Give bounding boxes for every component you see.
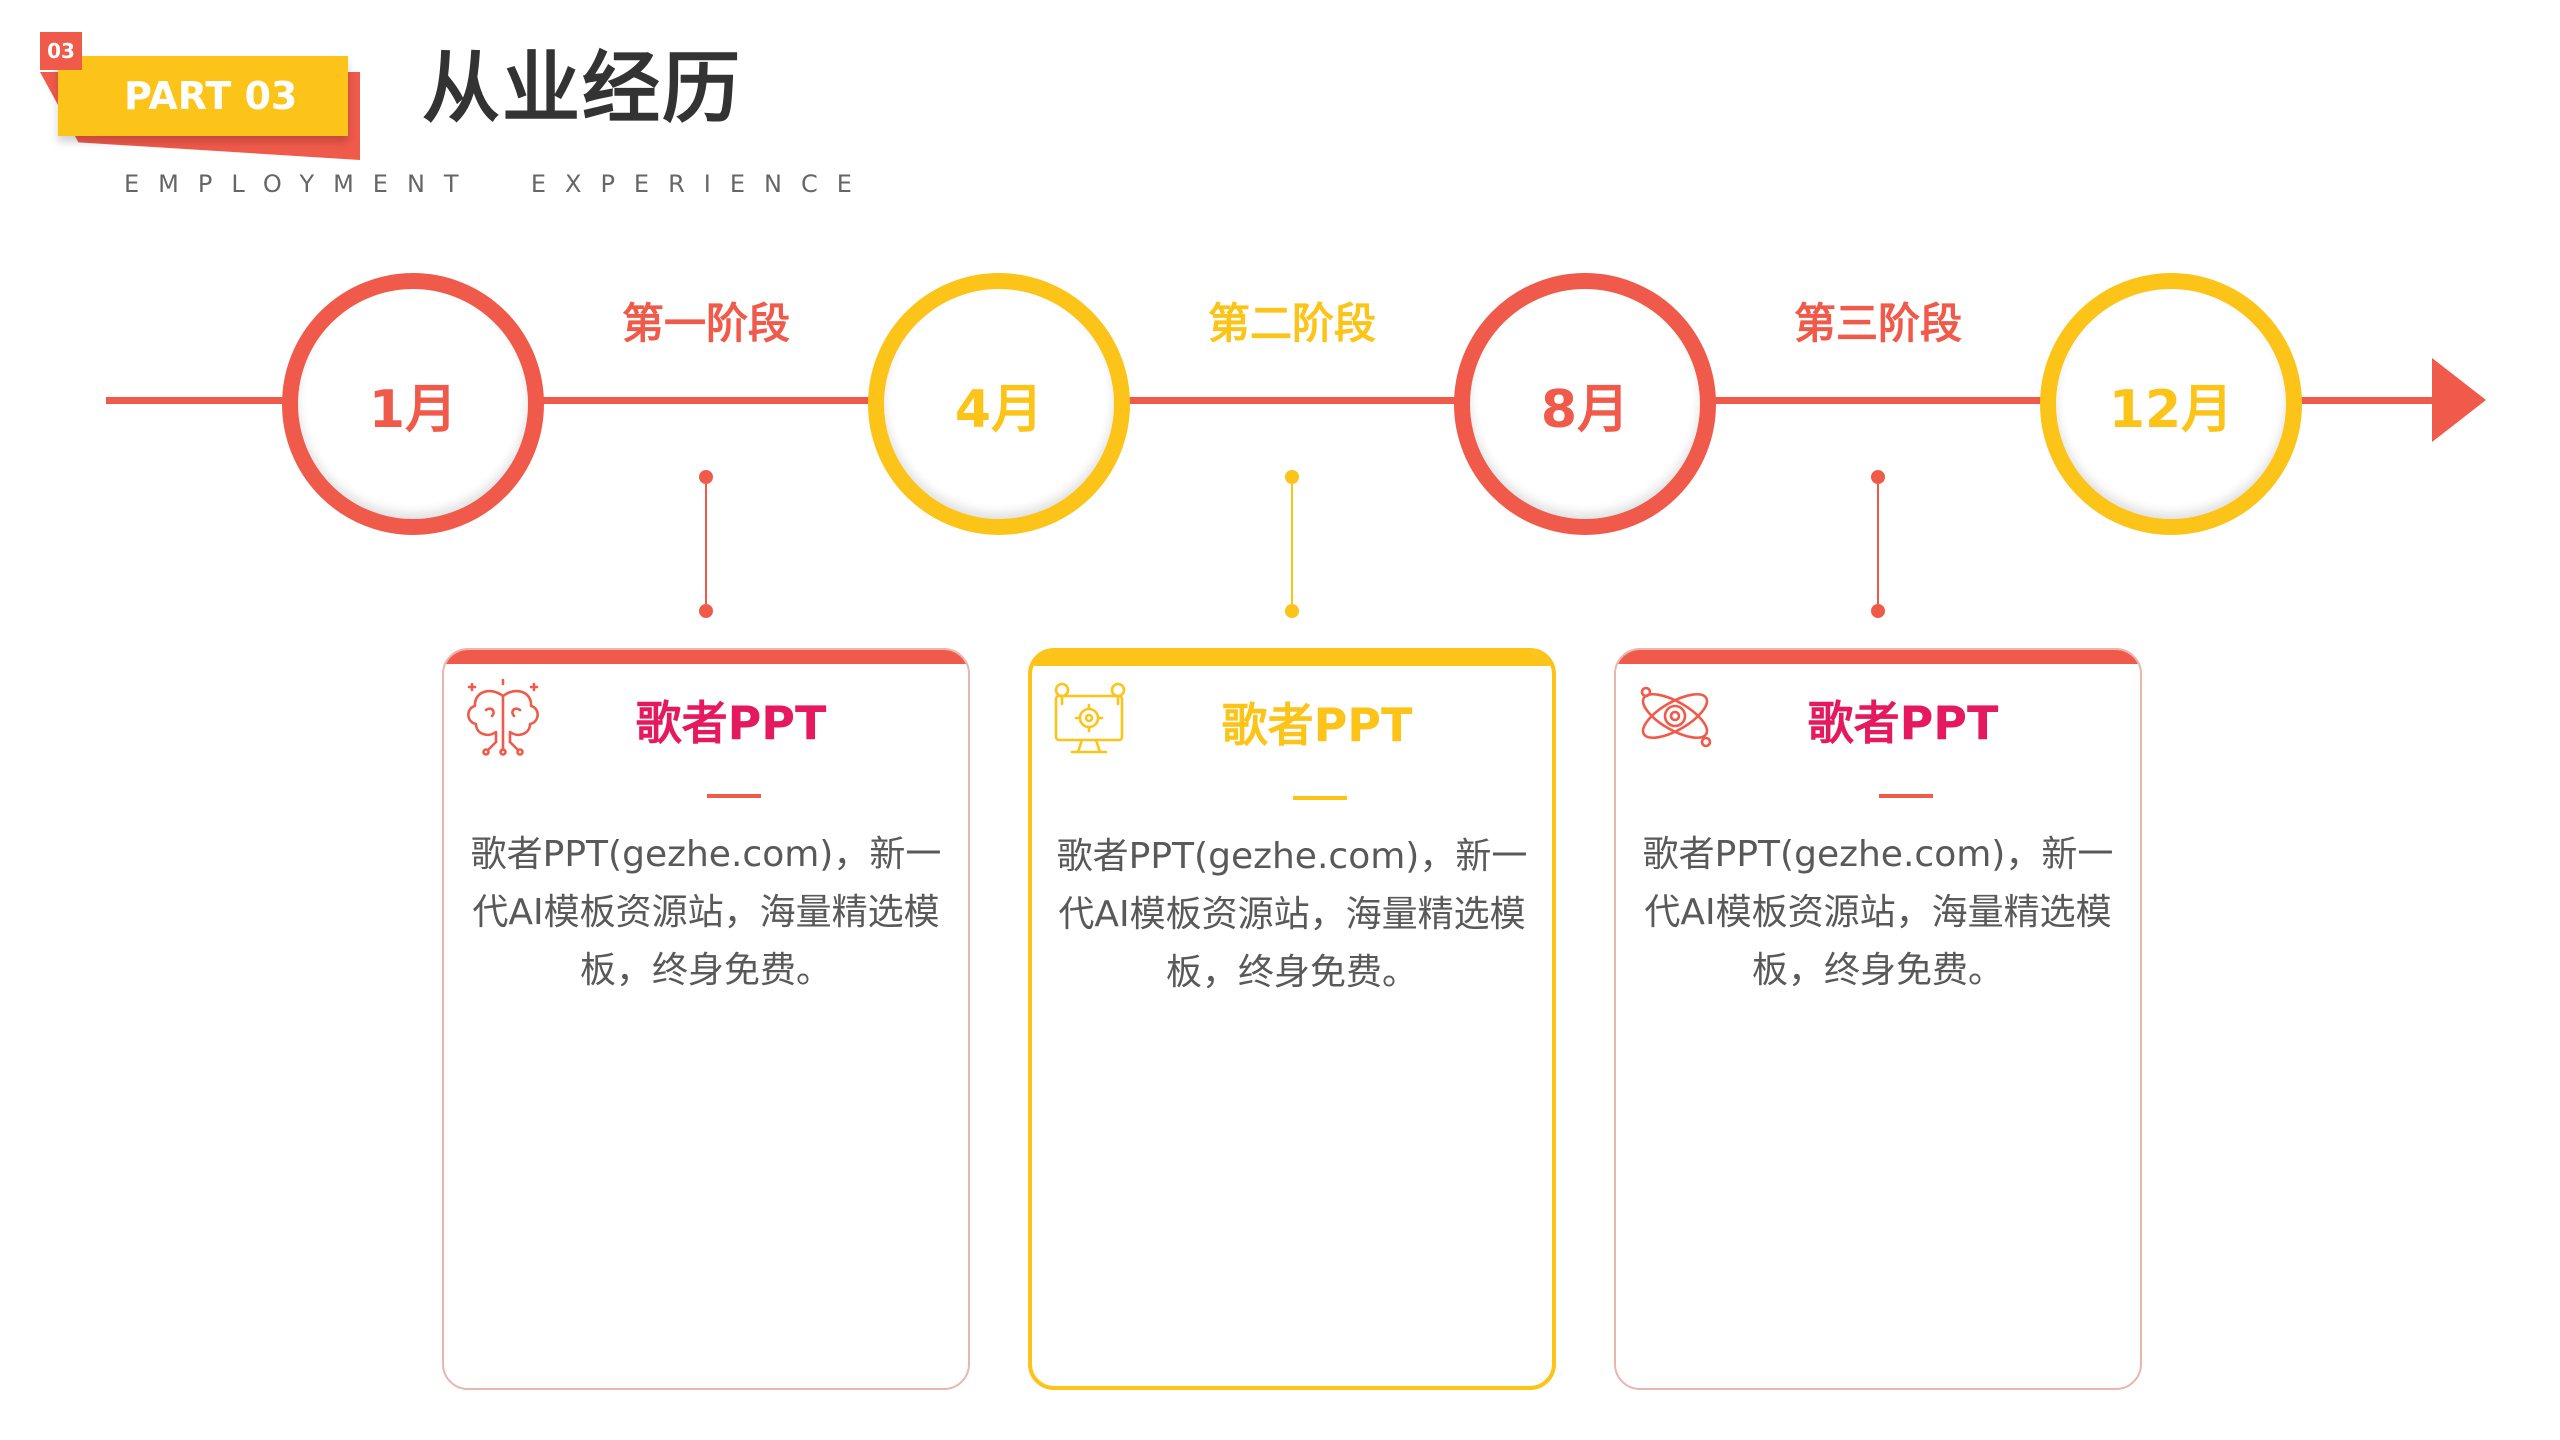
part-number-badge: 03 — [40, 32, 82, 70]
stage-card-2: 歌者PPT 歌者PPT(gezhe.com)，新一代AI模板资源站，海量精选模板… — [1028, 648, 1556, 1390]
monitor-gear-icon — [1046, 678, 1136, 758]
milestone-circle-2: 4月 — [868, 273, 1130, 535]
connector-dot — [699, 470, 713, 484]
connector-stem — [1877, 484, 1879, 604]
card-divider — [1293, 796, 1347, 800]
timeline-arrow-icon — [2432, 358, 2486, 442]
atom-icon — [1630, 676, 1720, 756]
card-title: 歌者PPT — [1221, 698, 1413, 752]
stage-connector-3 — [1871, 470, 1885, 618]
brain-icon — [458, 676, 548, 756]
timeline-line — [106, 397, 2436, 404]
milestone-label: 1月 — [368, 379, 458, 440]
stage-card-3: 歌者PPT 歌者PPT(gezhe.com)，新一代AI模板资源站，海量精选模板… — [1614, 648, 2142, 1390]
connector-dot — [1285, 470, 1299, 484]
stage-label-1: 第一阶段 — [621, 299, 790, 348]
card-divider — [707, 794, 761, 798]
card-top-bar — [1032, 652, 1552, 666]
page-title: 从业经历 — [422, 44, 743, 134]
page-subtitle: EMPLOYMENT EXPERIENCE — [124, 170, 871, 198]
connector-stem — [1291, 484, 1293, 604]
connector-stem — [705, 484, 707, 604]
connector-dot — [699, 604, 713, 618]
card-top-bar — [1616, 650, 2140, 664]
connector-dot — [1285, 604, 1299, 618]
milestone-circle-1: 1月 — [282, 273, 544, 535]
stage-connector-2 — [1285, 470, 1299, 618]
card-divider — [1879, 794, 1933, 798]
stage-card-1: 歌者PPT 歌者PPT(gezhe.com)，新一代AI模板资源站，海量精选模板… — [442, 648, 970, 1390]
stage-label-3: 第三阶段 — [1793, 299, 1962, 348]
milestone-label: 4月 — [954, 379, 1044, 440]
connector-dot — [1871, 470, 1885, 484]
connector-dot — [1871, 604, 1885, 618]
part-tag: PART 03 — [58, 56, 348, 136]
milestone-label: 12月 — [2108, 379, 2234, 440]
milestone-label: 8月 — [1540, 379, 1630, 440]
stage-label-2: 第二阶段 — [1207, 299, 1376, 348]
card-body: 歌者PPT(gezhe.com)，新一代AI模板资源站，海量精选模板，终身免费。 — [470, 834, 942, 991]
milestone-circle-4: 12月 — [2040, 273, 2302, 535]
stage-connector-1 — [699, 470, 713, 618]
card-body: 歌者PPT(gezhe.com)，新一代AI模板资源站，海量精选模板，终身免费。 — [1056, 836, 1528, 993]
part-label: PART 03 — [124, 74, 298, 118]
card-top-bar — [444, 650, 968, 664]
card-body: 歌者PPT(gezhe.com)，新一代AI模板资源站，海量精选模板，终身免费。 — [1642, 834, 2114, 991]
card-title: 歌者PPT — [1807, 696, 1999, 750]
milestone-circle-3: 8月 — [1454, 273, 1716, 535]
card-title: 歌者PPT — [635, 696, 827, 750]
